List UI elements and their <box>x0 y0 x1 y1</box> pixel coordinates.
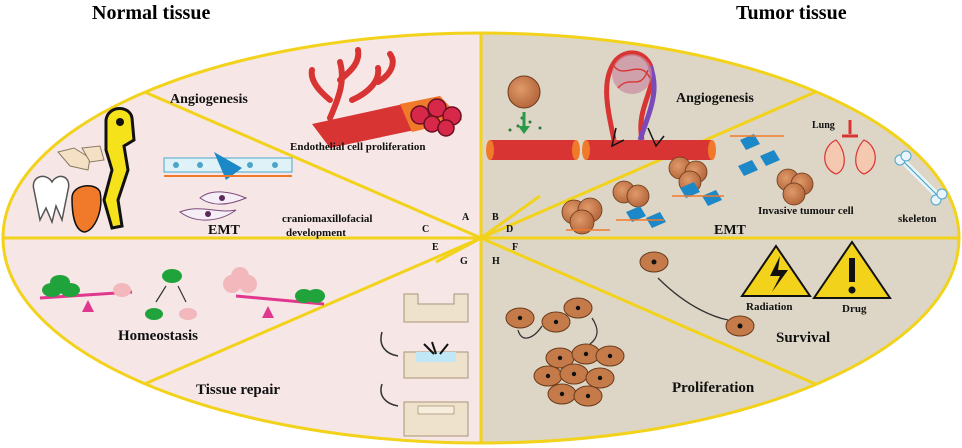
bone-icon <box>894 150 948 206</box>
lung-label: Lung <box>812 120 835 131</box>
normal-angiogenesis-illustration <box>308 47 462 148</box>
tooth-icon <box>32 175 70 225</box>
jaw-bone-icon <box>57 145 105 171</box>
cranio-label-line2: development <box>286 227 346 239</box>
homeostasis-label: Homeostasis <box>118 328 198 344</box>
tissue-repair-label: Tissue repair <box>196 382 280 398</box>
section-dividers <box>3 33 959 443</box>
tongue-icon <box>71 185 102 233</box>
section-letter-b: B <box>492 212 499 223</box>
normal-emt-label: EMT <box>208 223 241 238</box>
section-letter-d: D <box>506 224 513 235</box>
survival-illustration <box>639 251 755 337</box>
tissue-repair-illustration <box>380 293 469 437</box>
proliferation-label: Proliferation <box>672 380 755 396</box>
section-letter-e: E <box>432 242 439 253</box>
survival-label: Survival <box>776 330 830 346</box>
skeleton-label: skeleton <box>898 213 937 225</box>
tumor-emt-illustration <box>561 134 814 235</box>
tumor-angiogenesis-illustration <box>486 50 716 160</box>
endothelial-label: Endothelial cell proliferation <box>290 141 425 153</box>
homeostasis-illustration <box>39 267 325 320</box>
radiation-warning-icon <box>740 244 812 297</box>
normal-angiogenesis-label: Angiogenesis <box>170 92 248 107</box>
tumor-tissue-title: Tumor tissue <box>736 2 847 24</box>
skull-mandible-icon <box>102 107 136 230</box>
normal-tissue-title: Normal tissue <box>92 2 211 24</box>
radiation-label: Radiation <box>746 301 792 313</box>
section-letter-c: C <box>422 224 429 235</box>
cranio-label-line1: craniomaxillofacial <box>282 213 372 225</box>
drug-warning-icon <box>812 240 892 299</box>
section-letter-g: G <box>460 256 468 267</box>
lung-icon <box>824 120 876 175</box>
ellipse-outline <box>1 31 961 445</box>
section-letter-a: A <box>462 212 470 223</box>
tumor-angiogenesis-label: Angiogenesis <box>676 91 754 106</box>
epithelial-cells-illustration <box>163 152 293 221</box>
tumor-emt-label: EMT <box>714 223 747 238</box>
invasive-tumour-cell-label: Invasive tumour cell <box>758 205 854 217</box>
drug-label: Drug <box>842 303 867 315</box>
section-letter-f: F <box>512 242 518 253</box>
section-letter-h: H <box>492 256 500 267</box>
proliferation-illustration <box>505 297 625 407</box>
